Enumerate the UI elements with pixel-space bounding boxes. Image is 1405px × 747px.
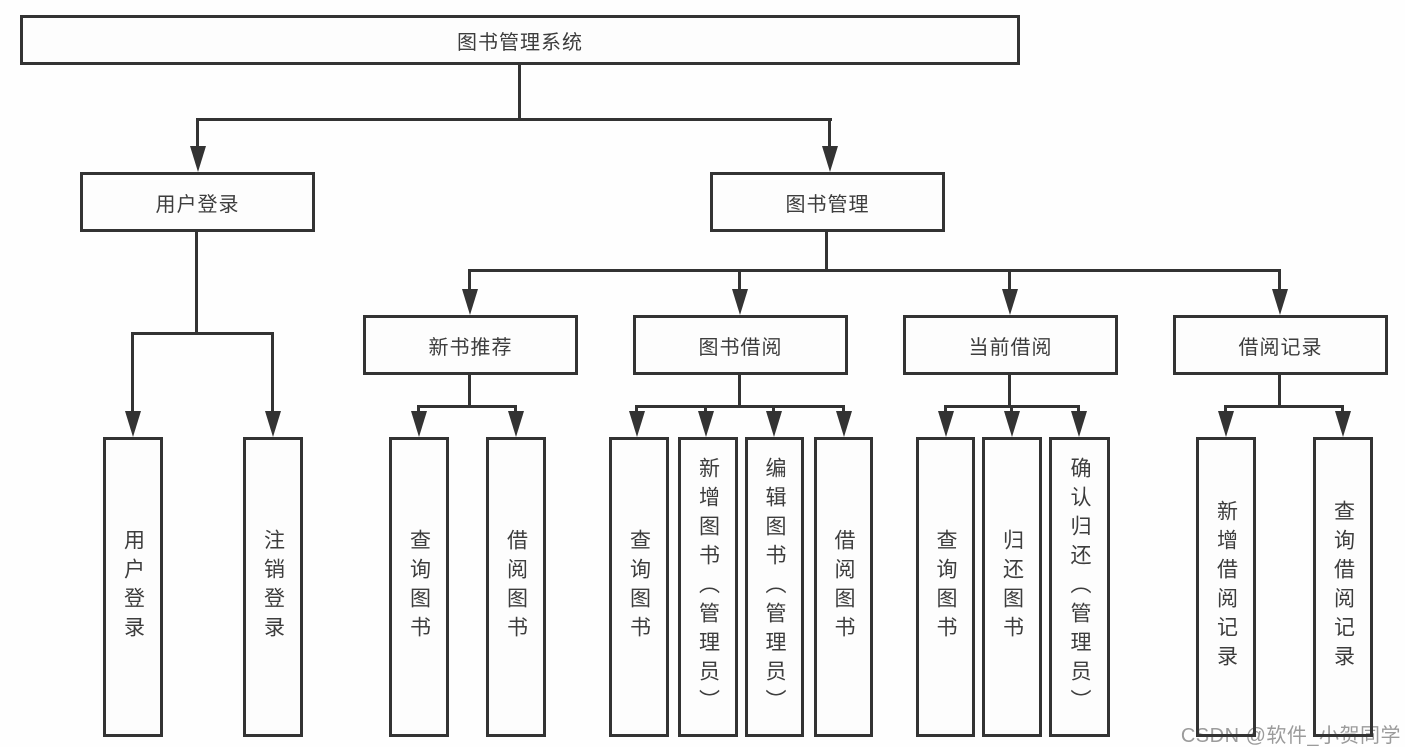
connector-root-hline [196, 118, 832, 121]
connector-level3-stem [468, 269, 471, 291]
leaf-label: 新增图书（管理员） [696, 456, 720, 718]
arrow-down-icon [1218, 411, 1234, 437]
node-book-management: 图书管理 [710, 172, 945, 232]
connector-leaf-stem [1010, 405, 1013, 413]
connector-leaf-stem [842, 405, 845, 413]
leaf-return-books: 归还图书 [982, 437, 1042, 737]
arrow-down-icon [1335, 411, 1351, 437]
connector-leaf-stem [704, 405, 707, 413]
leaf-logout: 注销登录 [243, 437, 303, 737]
leaf-label: 查询图书 [934, 529, 957, 645]
node-library-management-system: 图书管理系统 [20, 15, 1020, 65]
arrow-down-icon [698, 411, 714, 437]
node-current-borrow: 当前借阅 [903, 315, 1118, 375]
leaf-add-borrow-record: 新增借阅记录 [1196, 437, 1256, 737]
connector-root-stem [518, 65, 521, 121]
csdn-watermark: CSDN @软件_小贺同学 [1180, 725, 1401, 747]
connector-borrow-record-down [1278, 375, 1281, 408]
connector-current-borrow-down [1008, 375, 1011, 408]
arrow-down-icon [265, 411, 281, 437]
connector-user-login-stem [196, 118, 199, 148]
connector-new-book-down [468, 375, 471, 408]
leaf-label: 确认归还（管理员） [1068, 456, 1091, 718]
connector-level3-stem [738, 269, 741, 291]
connector-borrow-record-hline [1224, 405, 1343, 408]
leaf-query-books-borrow: 查询图书 [609, 437, 669, 737]
arrow-down-icon [629, 411, 645, 437]
leaf-label: 借阅图书 [504, 529, 528, 645]
connector-book-borrow-hline [635, 405, 845, 408]
arrow-down-icon [1002, 289, 1018, 315]
leaf-label: 注销登录 [261, 529, 285, 645]
node-new-book-recommend: 新书推荐 [363, 315, 578, 375]
node-book-borrow: 图书借阅 [633, 315, 848, 375]
arrow-down-icon [462, 289, 478, 315]
connector-level3-stem [1008, 269, 1011, 291]
leaf-user-login: 用户登录 [103, 437, 163, 737]
arrow-down-icon [125, 411, 141, 437]
leaf-add-books-admin: 新增图书（管理员） [678, 437, 738, 737]
node-borrow-record: 借阅记录 [1173, 315, 1388, 375]
arrow-down-icon [190, 146, 206, 172]
connector-level3-stem [1278, 269, 1281, 291]
node-user-login: 用户登录 [80, 172, 315, 232]
connector-leaf-stem [1077, 405, 1080, 413]
leaf-query-borrow-record: 查询借阅记录 [1313, 437, 1373, 737]
connector-leaf-stem [944, 405, 947, 413]
arrow-down-icon [732, 289, 748, 315]
connector-leaf-stem [635, 405, 638, 413]
connector-level3-hline [468, 269, 1280, 272]
leaf-label: 查询借阅记录 [1331, 500, 1355, 674]
connector-leaf-stem [1341, 405, 1344, 413]
leaf-label: 归还图书 [1000, 529, 1024, 645]
connector-new-book-hline [417, 405, 517, 408]
leaf-edit-books-admin: 编辑图书（管理员） [745, 437, 804, 737]
connector-leaf-stem [271, 332, 274, 413]
arrow-down-icon [1071, 411, 1087, 437]
arrow-down-icon [766, 411, 782, 437]
connector-book-borrow-down [738, 375, 741, 408]
connector-book-mgmt-stem [828, 118, 831, 148]
leaf-label: 用户登录 [121, 529, 145, 645]
leaf-label: 编辑图书（管理员） [763, 456, 786, 718]
leaf-label: 新增借阅记录 [1214, 500, 1238, 674]
connector-leaf-stem [131, 332, 134, 413]
connector-leaf-stem [514, 405, 517, 413]
arrow-down-icon [508, 411, 524, 437]
arrow-down-icon [1004, 411, 1020, 437]
connector-user-login-down [195, 232, 198, 335]
arrow-down-icon [822, 146, 838, 172]
leaf-query-books-newbook: 查询图书 [389, 437, 449, 737]
arrow-down-icon [1272, 289, 1288, 315]
arrow-down-icon [938, 411, 954, 437]
leaf-label: 查询图书 [627, 529, 651, 645]
leaf-query-books-current: 查询图书 [916, 437, 975, 737]
connector-leaf-stem [417, 405, 420, 413]
leaf-borrow-books-newbook: 借阅图书 [486, 437, 546, 737]
arrow-down-icon [411, 411, 427, 437]
leaf-confirm-return-admin: 确认归还（管理员） [1049, 437, 1110, 737]
arrow-down-icon [836, 411, 852, 437]
connector-book-mgmt-down [825, 232, 828, 272]
leaf-label: 借阅图书 [832, 529, 855, 645]
connector-user-login-hline [131, 332, 274, 335]
connector-leaf-stem [772, 405, 775, 413]
leaf-borrow-books: 借阅图书 [814, 437, 873, 737]
leaf-label: 查询图书 [407, 529, 431, 645]
connector-leaf-stem [1224, 405, 1227, 413]
